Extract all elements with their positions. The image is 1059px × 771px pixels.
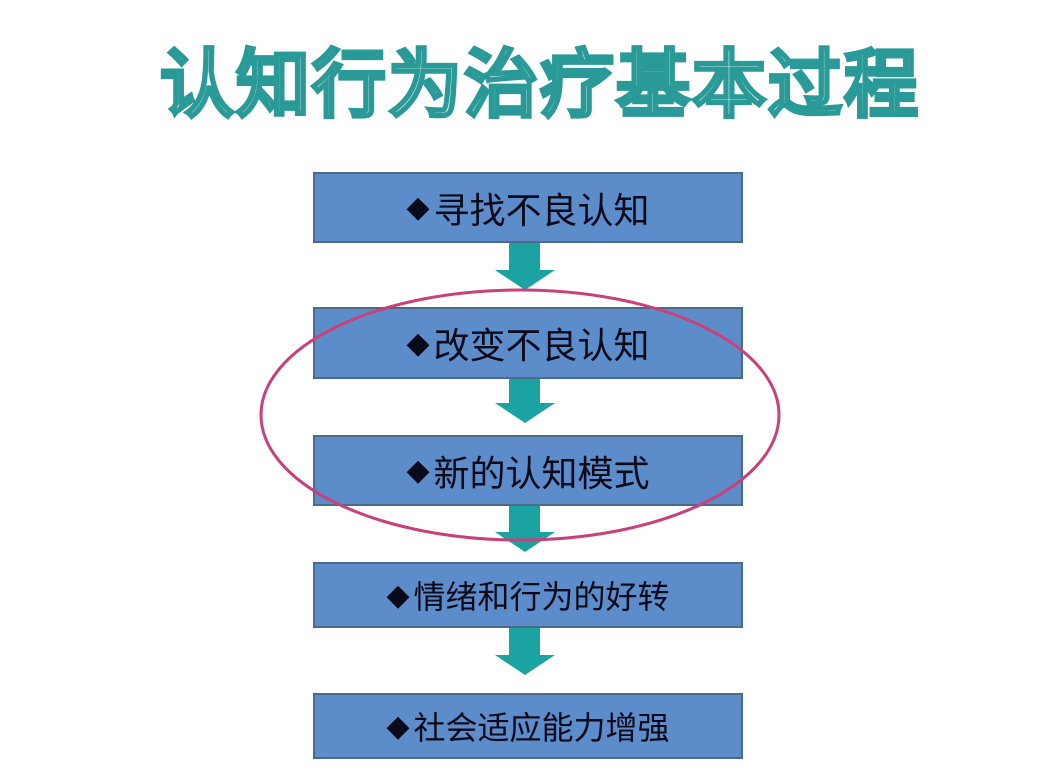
arrow-down-icon bbox=[495, 378, 555, 423]
step-box-new-cognition-pattern: ◆新的认知模式 bbox=[313, 435, 743, 506]
step-label: 改变不良认知 bbox=[433, 326, 650, 367]
arrow-down-icon bbox=[495, 242, 555, 290]
step-box-emotion-behavior-improve: ◆情绪和行为的好转 bbox=[313, 562, 743, 628]
step-label: 新的认知模式 bbox=[433, 453, 650, 495]
diagram-title: 认知行为治疗基本过程 bbox=[159, 41, 920, 130]
highlight-ellipse bbox=[259, 288, 781, 542]
diamond-bullet-icon: ◆ bbox=[406, 325, 430, 361]
diamond-bullet-icon: ◆ bbox=[386, 708, 410, 744]
diamond-bullet-icon: ◆ bbox=[406, 453, 430, 488]
step-label: 情绪和行为的好转 bbox=[413, 578, 670, 616]
step-label: 社会适应能力增强 bbox=[413, 709, 670, 747]
step-label: 寻找不良认知 bbox=[433, 190, 650, 232]
step-box-social-adaptation: ◆社会适应能力增强 bbox=[313, 693, 743, 759]
step-box-find-bad-cognition: ◆寻找不良认知 bbox=[313, 172, 743, 243]
diamond-bullet-icon: ◆ bbox=[386, 577, 410, 613]
step-box-change-bad-cognition: ◆改变不良认知 bbox=[313, 307, 743, 379]
diamond-bullet-icon: ◆ bbox=[406, 190, 430, 225]
arrow-down-icon bbox=[495, 627, 555, 675]
